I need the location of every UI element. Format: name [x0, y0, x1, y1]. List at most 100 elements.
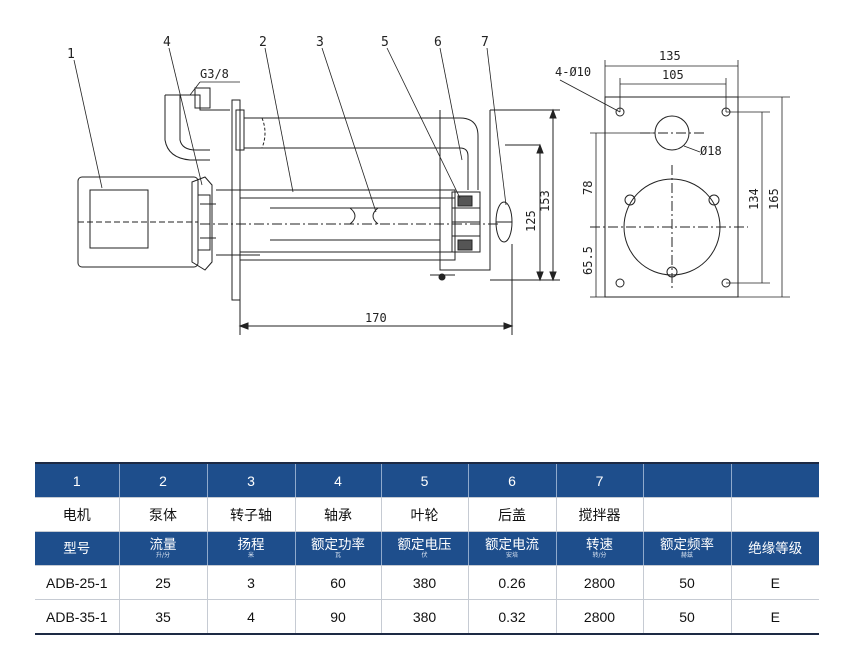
header-cell: 额定频率赫兹: [643, 531, 732, 566]
inlet-pipe: [164, 87, 245, 161]
part-name-cell: 泵体: [119, 497, 208, 532]
part-name-cell: [643, 497, 732, 532]
header-label: 型号: [63, 540, 91, 557]
table-cell: E: [731, 599, 819, 635]
header-label: 额定电压: [397, 536, 452, 553]
flange-width-outer: 135: [659, 49, 681, 63]
motor-body: [77, 176, 199, 268]
dim-125-label: 125: [524, 210, 538, 232]
table-cell: 380: [381, 565, 469, 600]
table-cell: 90: [295, 599, 382, 635]
index-cell: 1: [35, 463, 120, 498]
table-cell: 2800: [556, 599, 644, 635]
header-label: 绝缘等级: [748, 540, 803, 557]
length-dimension-label: 170: [365, 311, 387, 325]
mounting-plate: [216, 99, 260, 301]
header-unit: 升/分: [155, 551, 171, 559]
table-cell: 2800: [556, 565, 644, 600]
model-cell: ADB-35-1: [35, 599, 120, 635]
header-cell: 流量升/分: [119, 531, 208, 566]
part-index-row: 1 2 3 4 5 6 7: [35, 463, 819, 498]
spec-header-row: 型号 流量升/分 扬程米 额定功率瓦 额定电压伏 额定电流安培 转速转/分 额定…: [35, 531, 819, 566]
hole-spec-label: 4-Ø10: [555, 65, 591, 79]
index-cell: 4: [295, 463, 382, 498]
flange-height-inner: 134: [747, 188, 761, 210]
index-cell: 3: [207, 463, 296, 498]
header-cell: 额定电流安培: [468, 531, 557, 566]
index-cell: [731, 463, 819, 498]
flange-dimensions: [559, 60, 790, 298]
header-unit: 瓦: [334, 551, 341, 559]
flange-height-outer: 165: [767, 188, 781, 210]
table-cell: 4: [207, 599, 296, 635]
index-cell: [643, 463, 732, 498]
table-row: ADB-25-1 25 3 60 380 0.26 2800 50 E: [35, 565, 819, 600]
impeller: [451, 191, 481, 253]
index-cell: 6: [468, 463, 557, 498]
header-label: 额定电流: [485, 536, 539, 553]
table-cell: E: [731, 565, 819, 600]
table-row: ADB-35-1 35 4 90 380 0.32 2800 50 E: [35, 599, 819, 635]
table-cell: 35: [119, 599, 208, 635]
header-cell: 转速转/分: [556, 531, 644, 566]
header-label: 额定功率: [311, 536, 365, 553]
header-unit: 赫兹: [680, 551, 693, 559]
callout-7: 7: [481, 35, 489, 50]
part-name-cell: 电机: [35, 497, 120, 532]
part-name-cell: 转子轴: [207, 497, 296, 532]
header-cell: 型号: [35, 531, 120, 566]
callout-5: 5: [381, 35, 389, 50]
index-cell: 7: [556, 463, 644, 498]
table-cell: 0.32: [468, 599, 557, 635]
part-name-cell: 轴承: [295, 497, 382, 532]
flange-offset-65: 65.5: [581, 246, 595, 275]
table-cell: 0.26: [468, 565, 557, 600]
pump-technical-drawing: 1 4 2 3 5 6 7 G3/8 170 125 153 4-Ø10 135…: [67, 35, 790, 335]
table-cell: 50: [643, 599, 732, 635]
dimension-length: [238, 244, 514, 335]
header-cell: 扬程米: [207, 531, 296, 566]
header-unit: 转/分: [592, 551, 607, 559]
flange-offset-78: 78: [581, 181, 595, 195]
dim-153-label: 153: [538, 190, 552, 212]
pipe-thread-label: G3/8: [200, 67, 229, 81]
index-cell: 2: [119, 463, 208, 498]
flange-width-inner: 105: [662, 68, 684, 82]
part-name-cell: 后盖: [468, 497, 557, 532]
table-cell: 380: [381, 599, 469, 635]
agitator: [495, 201, 513, 243]
part-name-cell: 搅拌器: [556, 497, 644, 532]
header-label: 转速: [586, 536, 613, 553]
pump-body: [239, 189, 456, 261]
callout-1: 1: [67, 47, 75, 62]
table-cell: 60: [295, 565, 382, 600]
table-cell: 3: [207, 565, 296, 600]
dimension-heights: [490, 108, 560, 282]
header-cell: 绝缘等级: [731, 531, 819, 566]
header-cell: 额定功率瓦: [295, 531, 382, 566]
outer-tube: [244, 117, 479, 190]
callout-6: 6: [434, 35, 442, 50]
header-unit: 伏: [421, 551, 428, 559]
table-cell: 50: [643, 565, 732, 600]
center-hole-label: Ø18: [700, 144, 722, 158]
header-label: 额定频率: [660, 536, 714, 553]
callout-2: 2: [259, 35, 267, 50]
table-cell: 25: [119, 565, 208, 600]
part-name-cell: [731, 497, 819, 532]
header-label: 扬程: [237, 536, 265, 553]
header-label: 流量: [149, 536, 177, 553]
header-unit: 米: [247, 551, 254, 559]
callout-leaders: [73, 47, 507, 213]
header-cell: 额定电压伏: [381, 531, 469, 566]
specification-table: 1 2 3 4 5 6 7 电机 泵体 转子轴 轴承 叶轮 后盖 搅拌器 型号 …: [35, 462, 819, 635]
rear-cover: [430, 110, 491, 281]
index-cell: 5: [381, 463, 469, 498]
bearing-housing: [191, 176, 216, 271]
flange-plate-view: [590, 96, 748, 298]
part-name-cell: 叶轮: [381, 497, 469, 532]
part-names-row: 电机 泵体 转子轴 轴承 叶轮 后盖 搅拌器: [35, 497, 819, 532]
callout-4: 4: [163, 35, 171, 50]
rotor-shaft: [200, 207, 500, 241]
model-cell: ADB-25-1: [35, 565, 120, 600]
